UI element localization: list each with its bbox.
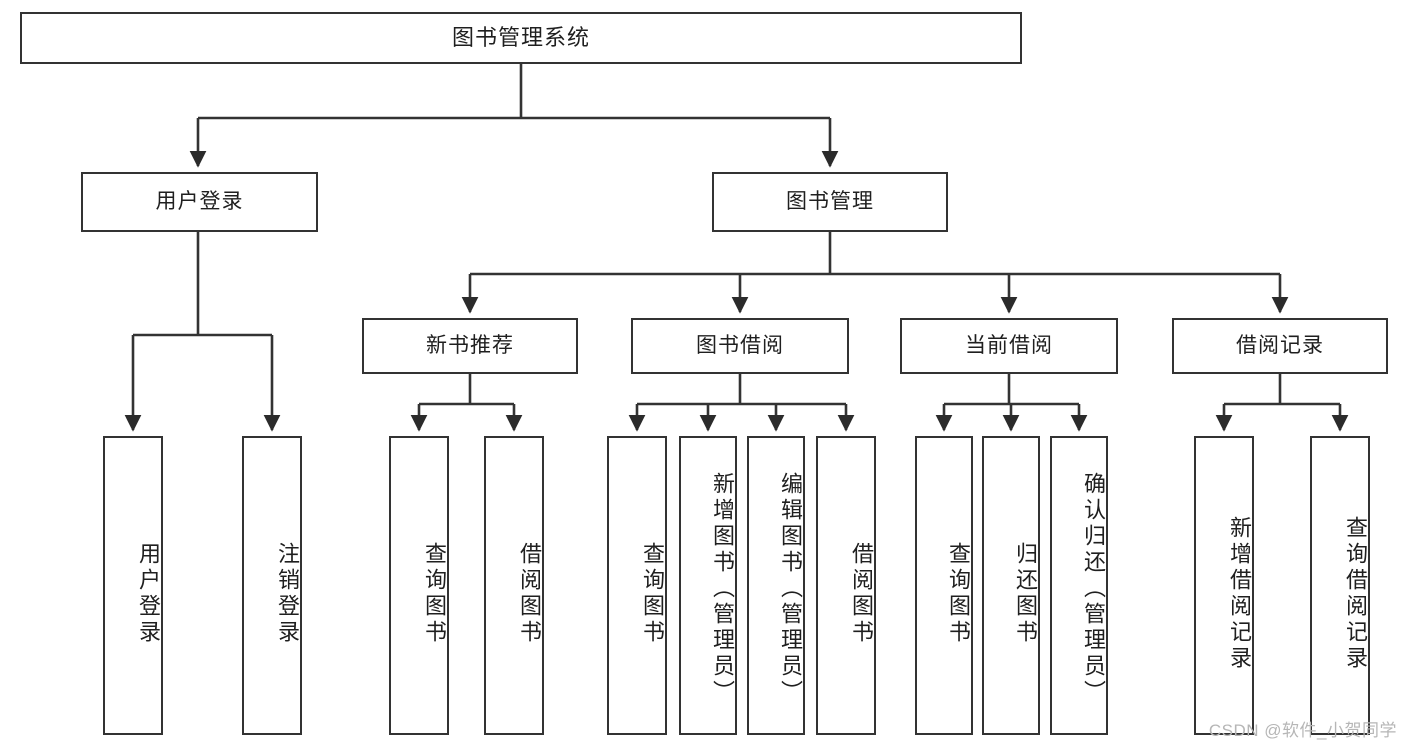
leaf-new-book-2[interactable]: 借阅图书 (484, 436, 544, 735)
node-new-book-recommend[interactable]: 新书推荐 (362, 318, 578, 374)
node-user-login-label: 用户登录 (155, 189, 244, 213)
node-book-manage-label: 图书管理 (786, 189, 874, 213)
leaf-current-borrow-2-label: 归还图书 (1013, 541, 1038, 646)
node-root-label: 图书管理系统 (451, 25, 590, 51)
leaf-new-book-1-label: 查询图书 (422, 541, 447, 646)
leaf-borrow-record-2[interactable]: 查询借阅记录 (1310, 436, 1370, 735)
node-book-borrow[interactable]: 图书借阅 (631, 318, 849, 374)
node-new-book-recommend-label: 新书推荐 (426, 333, 514, 357)
leaf-current-borrow-2[interactable]: 归还图书 (982, 436, 1040, 735)
leaf-borrow-record-1-label: 新增借阅记录 (1227, 515, 1252, 672)
leaf-book-borrow-1-label: 查询图书 (640, 541, 665, 646)
leaf-book-borrow-3[interactable]: 编辑图书（管理员） (747, 436, 805, 735)
node-root[interactable]: 图书管理系统 (20, 12, 1022, 64)
leaf-current-borrow-3[interactable]: 确认归还（管理员） (1050, 436, 1108, 735)
leaf-user-login-1-label: 用户登录 (136, 541, 161, 646)
leaf-book-borrow-2-label: 新增图书（管理员） (710, 471, 735, 706)
leaf-user-login-2[interactable]: 注销登录 (242, 436, 302, 735)
node-current-borrow[interactable]: 当前借阅 (900, 318, 1118, 374)
watermark: CSDN @软件_小贺同学 (1208, 721, 1397, 740)
leaf-user-login-2-label: 注销登录 (275, 541, 300, 646)
node-book-manage[interactable]: 图书管理 (712, 172, 948, 232)
leaf-current-borrow-1-label: 查询图书 (946, 541, 971, 646)
leaf-book-borrow-3-label: 编辑图书（管理员） (778, 471, 803, 706)
leaf-book-borrow-4-label: 借阅图书 (849, 541, 874, 646)
leaf-new-book-2-label: 借阅图书 (517, 541, 542, 646)
node-book-borrow-label: 图书借阅 (696, 333, 784, 357)
leaf-user-login-1[interactable]: 用户登录 (103, 436, 163, 735)
leaf-current-borrow-3-label: 确认归还（管理员） (1081, 471, 1106, 706)
leaf-borrow-record-2-label: 查询借阅记录 (1343, 515, 1368, 672)
leaf-book-borrow-2[interactable]: 新增图书（管理员） (679, 436, 737, 735)
leaf-borrow-record-1[interactable]: 新增借阅记录 (1194, 436, 1254, 735)
leaf-current-borrow-1[interactable]: 查询图书 (915, 436, 973, 735)
node-borrow-record-label: 借阅记录 (1236, 333, 1324, 357)
leaf-new-book-1[interactable]: 查询图书 (389, 436, 449, 735)
node-borrow-record[interactable]: 借阅记录 (1172, 318, 1388, 374)
node-current-borrow-label: 当前借阅 (965, 333, 1053, 357)
leaf-book-borrow-1[interactable]: 查询图书 (607, 436, 667, 735)
node-user-login[interactable]: 用户登录 (81, 172, 318, 232)
leaf-book-borrow-4[interactable]: 借阅图书 (816, 436, 876, 735)
